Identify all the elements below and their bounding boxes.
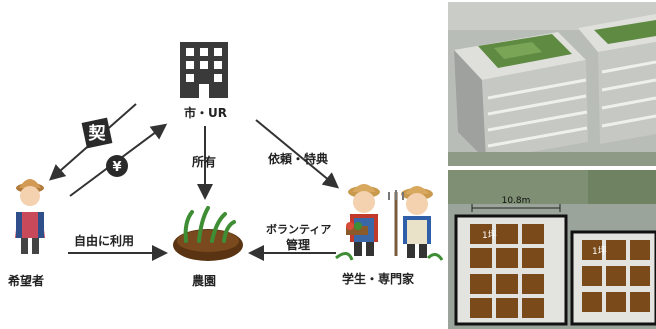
apartment-building-left (454, 32, 588, 160)
farm-plot-icon (173, 206, 243, 261)
edge-owns-label: 所有 (192, 155, 217, 169)
dimension-label: 10.8m (502, 196, 531, 206)
contract-badge-text: 契 (88, 123, 107, 144)
rooftop-garden-illustration (448, 2, 656, 166)
contract-badge: 契 (81, 117, 113, 149)
diagram-canvas: 契 ¥ (15, 42, 444, 261)
edge-volunteer-label: ボランティア (266, 223, 332, 236)
rooftop-plot-layout-photo: 10.8m 1坪 1坪 (448, 170, 656, 329)
students-farmers-icon (335, 184, 444, 261)
applicant-person-icon (15, 179, 45, 254)
yen-coin-text: ¥ (112, 160, 121, 175)
rooftop-garden-photo (448, 2, 656, 166)
relationship-diagram: 契 ¥ (8, 42, 444, 288)
rooftop-left: 1坪 (454, 214, 568, 326)
apartment-building-right (578, 14, 656, 144)
edge-free-use-label: 自由に利用 (74, 234, 135, 248)
plot-size-label-1: 1坪 (482, 230, 497, 241)
yen-coin-icon: ¥ (106, 155, 128, 177)
node-city-label: 市・UR (184, 106, 227, 120)
plot-size-label-2: 1坪 (592, 246, 607, 257)
node-students-label: 学生・専門家 (342, 272, 415, 286)
rooftop-right: 1坪 (570, 230, 656, 326)
edge-manage-label: 管理 (286, 238, 311, 252)
node-applicant-label: 希望者 (8, 274, 45, 288)
photo-column: 10.8m 1坪 1坪 (446, 0, 656, 329)
edge-request-label: 依頼・特典 (268, 152, 329, 166)
plot-grid-right (582, 240, 650, 312)
plot-grid-left (470, 224, 544, 318)
arrow-city-to-students (255, 119, 340, 189)
node-farm-label: 農園 (192, 274, 217, 288)
building-icon (180, 42, 228, 98)
plot-layout-illustration: 10.8m 1坪 1坪 (448, 170, 656, 329)
dimension-marker: 10.8m (471, 196, 561, 212)
